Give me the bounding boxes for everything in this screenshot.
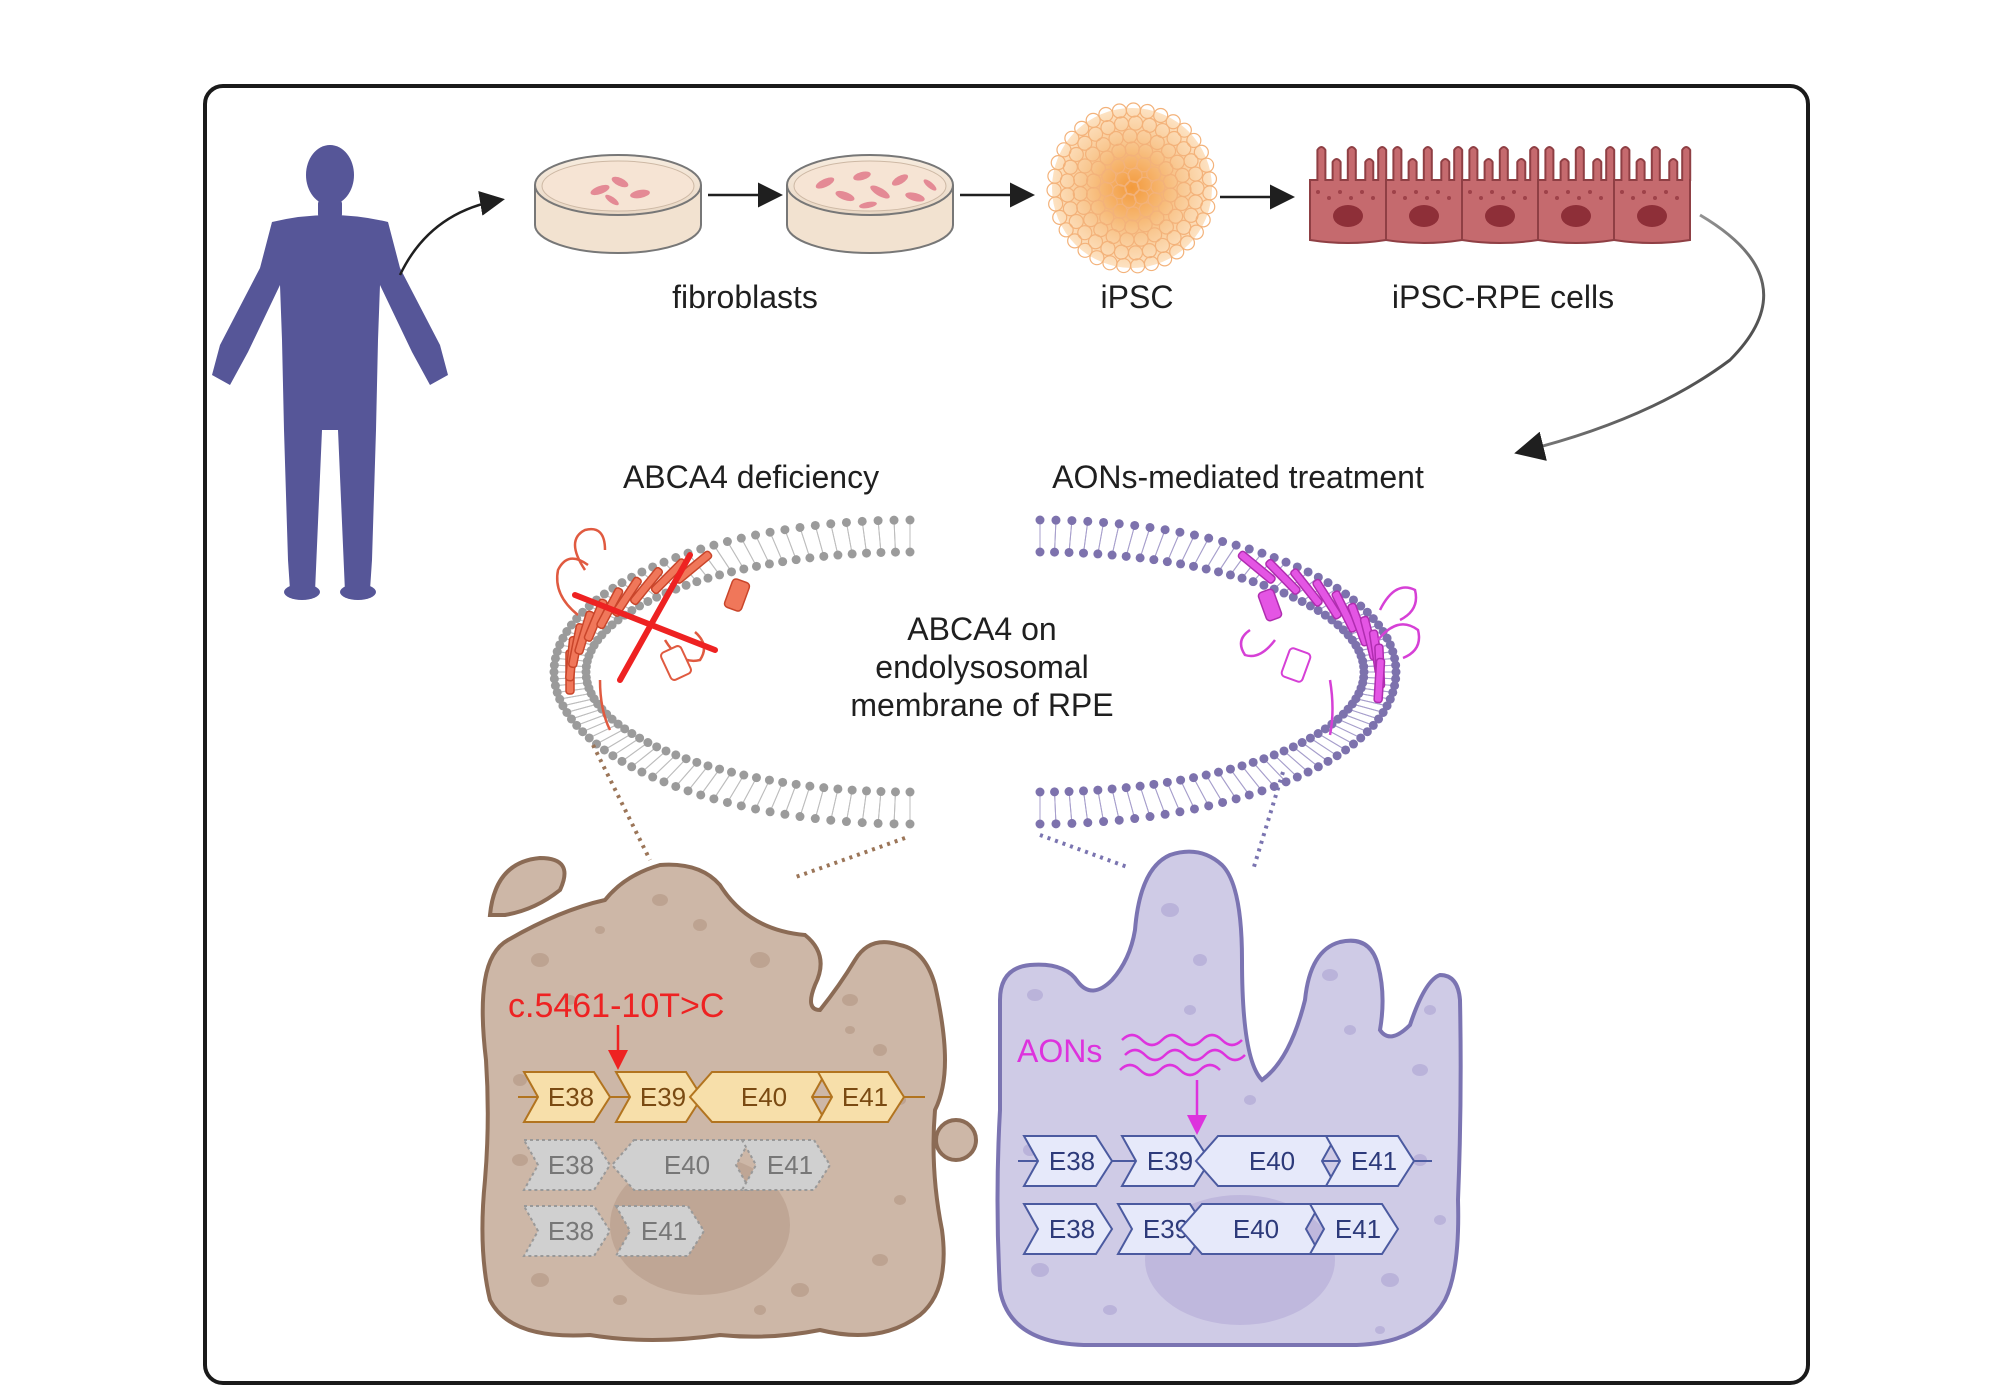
exon-label: E39 [1147,1146,1193,1176]
abca4-deficiency-title: ABCA4 deficiency [623,459,879,495]
exon-label: E41 [641,1216,687,1246]
ipsc-colony-icon [1046,102,1218,274]
petri-dish-1-icon [534,154,702,254]
exon-label: E41 [842,1082,888,1112]
rpe-cells-icon [1309,146,1692,244]
fibroblasts-label: fibroblasts [672,279,818,315]
defective-abca4-protein-icon [555,527,751,731]
left-zoom-lines [591,744,906,880]
exon-label: E41 [767,1150,813,1180]
exon-label: E40 [1249,1146,1295,1176]
exon-label: E38 [548,1082,594,1112]
treated-abca4-protein-icon [1237,550,1421,736]
ipsc-label: iPSC [1101,279,1174,315]
right-pre-mrna-row: E38 E39 E40 E41 [1018,1135,1432,1187]
exon-label: E39 [640,1082,686,1112]
left-transcript-b-row: E38 E41 [522,1205,706,1257]
left-pre-mrna-row: E38 E39 E40 E41 [518,1071,925,1123]
right-membrane [1035,515,1401,829]
exon-label: E38 [1049,1214,1095,1244]
human-to-dish-arrow [398,191,505,276]
exon-label: E41 [1335,1214,1381,1244]
exon-label: E38 [548,1216,594,1246]
mutation-label: c.5461-10T>C [508,987,724,1025]
rpe-to-treatment-arrow [1514,213,1766,461]
exon-label: E40 [664,1150,710,1180]
right-zoom-lines [1039,771,1285,871]
aons-treatment-title: AONs-mediated treatment [1052,459,1424,495]
membrane-center-line-3: membrane of RPE [850,687,1113,723]
exon-label: E41 [1351,1146,1397,1176]
human-silhouette-icon [212,145,448,600]
exon-label: E38 [1049,1146,1095,1176]
aons-wave-icon [1119,1033,1246,1077]
rpe-cells-label: iPSC-RPE cells [1392,279,1614,315]
left-membrane [549,515,915,829]
petri-dish-2-icon [786,154,954,254]
exon-label: E40 [1233,1214,1279,1244]
exon-label: E40 [741,1082,787,1112]
deficiency-cross-icon [572,552,718,683]
aons-label: AONs [1017,1033,1102,1069]
exon-label: E38 [548,1150,594,1180]
membrane-center-line-1: ABCA4 on [907,611,1056,647]
membrane-center-line-2: endolysosomal [875,649,1088,685]
left-transcript-a-row: E38 E40 E41 [522,1139,832,1191]
